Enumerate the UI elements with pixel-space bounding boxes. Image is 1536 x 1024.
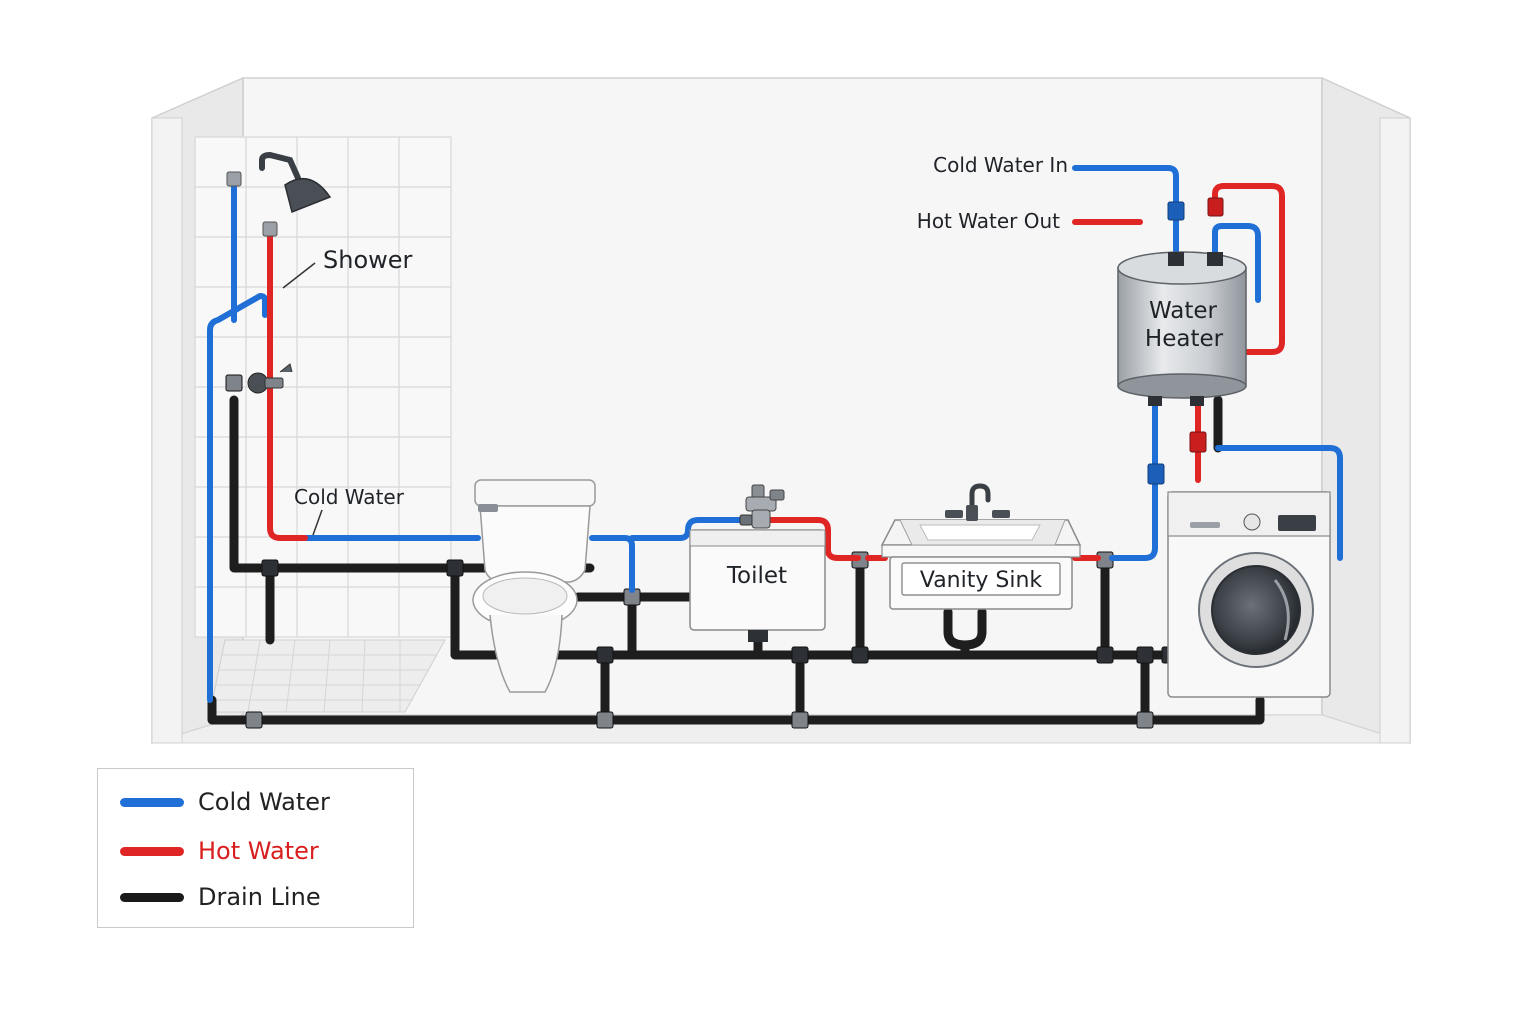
label-shower: Shower xyxy=(323,246,413,274)
shower-head xyxy=(226,151,332,237)
drain-shower-stack xyxy=(229,395,595,573)
legend-item-drain-line: Drain Line xyxy=(120,880,321,914)
drain-lines xyxy=(207,395,1265,725)
left-wall-edge xyxy=(151,117,183,744)
hot-shower-riser xyxy=(267,229,308,541)
drain-branch-mid xyxy=(450,563,1175,660)
legend-label-drain: Drain Line xyxy=(198,883,321,911)
right-wall-edge xyxy=(1379,117,1411,744)
legend-label-hot: Hot Water xyxy=(198,837,319,865)
legend-item-cold-water: Cold Water xyxy=(120,785,330,819)
hot-water-lines xyxy=(267,183,1285,561)
washing-machine xyxy=(1167,491,1331,698)
cold-water-lines xyxy=(207,165,1343,703)
vanity-sink xyxy=(880,519,1082,610)
label-vanity-sink: Vanity Sink xyxy=(920,568,1043,593)
hot-fittings xyxy=(1189,197,1224,453)
legend-swatch-cold xyxy=(120,797,184,807)
hot-toilet-run xyxy=(765,517,861,561)
angle-valve xyxy=(739,484,785,529)
label-water-heater-line2: Heater xyxy=(1145,326,1224,352)
cold-shower-loop xyxy=(207,293,268,703)
cold-heater-inner-loop xyxy=(1212,223,1261,303)
label-hot-water-out: Hot Water Out xyxy=(917,209,1060,233)
label-water-heater-line1: Water xyxy=(1149,298,1218,324)
drain-main-bottom xyxy=(207,695,1265,725)
cold-sink-to-heater xyxy=(1109,397,1158,561)
legend-swatch-drain xyxy=(120,892,184,902)
water-heater-tank xyxy=(1117,251,1247,406)
cold-washer-supply xyxy=(1215,445,1343,561)
cold-toilet-upper xyxy=(629,517,751,541)
cold-water-leader xyxy=(312,509,323,536)
cold-heater-in xyxy=(1072,165,1179,258)
faucet xyxy=(945,483,1010,521)
shower-valve xyxy=(247,363,293,394)
legend-swatch-hot xyxy=(120,846,184,856)
legend-label-cold: Cold Water xyxy=(198,788,330,816)
label-cold-water: Cold Water xyxy=(294,485,405,509)
legend-item-hot-water: Hot Water xyxy=(120,834,319,868)
label-toilet: Toilet xyxy=(726,563,787,589)
shower-floor xyxy=(209,639,446,713)
hot-heater-top-loop xyxy=(1212,183,1285,355)
legend: Cold Water Hot Water Drain Line xyxy=(97,768,414,928)
cold-fittings xyxy=(1147,201,1185,485)
diagram-labels: Shower Cold Water Toilet Vanity Sink Wat… xyxy=(282,153,1224,593)
shower-leader xyxy=(282,262,316,289)
toilet-box xyxy=(689,529,826,642)
label-cold-water-in: Cold Water In xyxy=(933,153,1068,177)
toilet-fixture xyxy=(472,479,596,693)
